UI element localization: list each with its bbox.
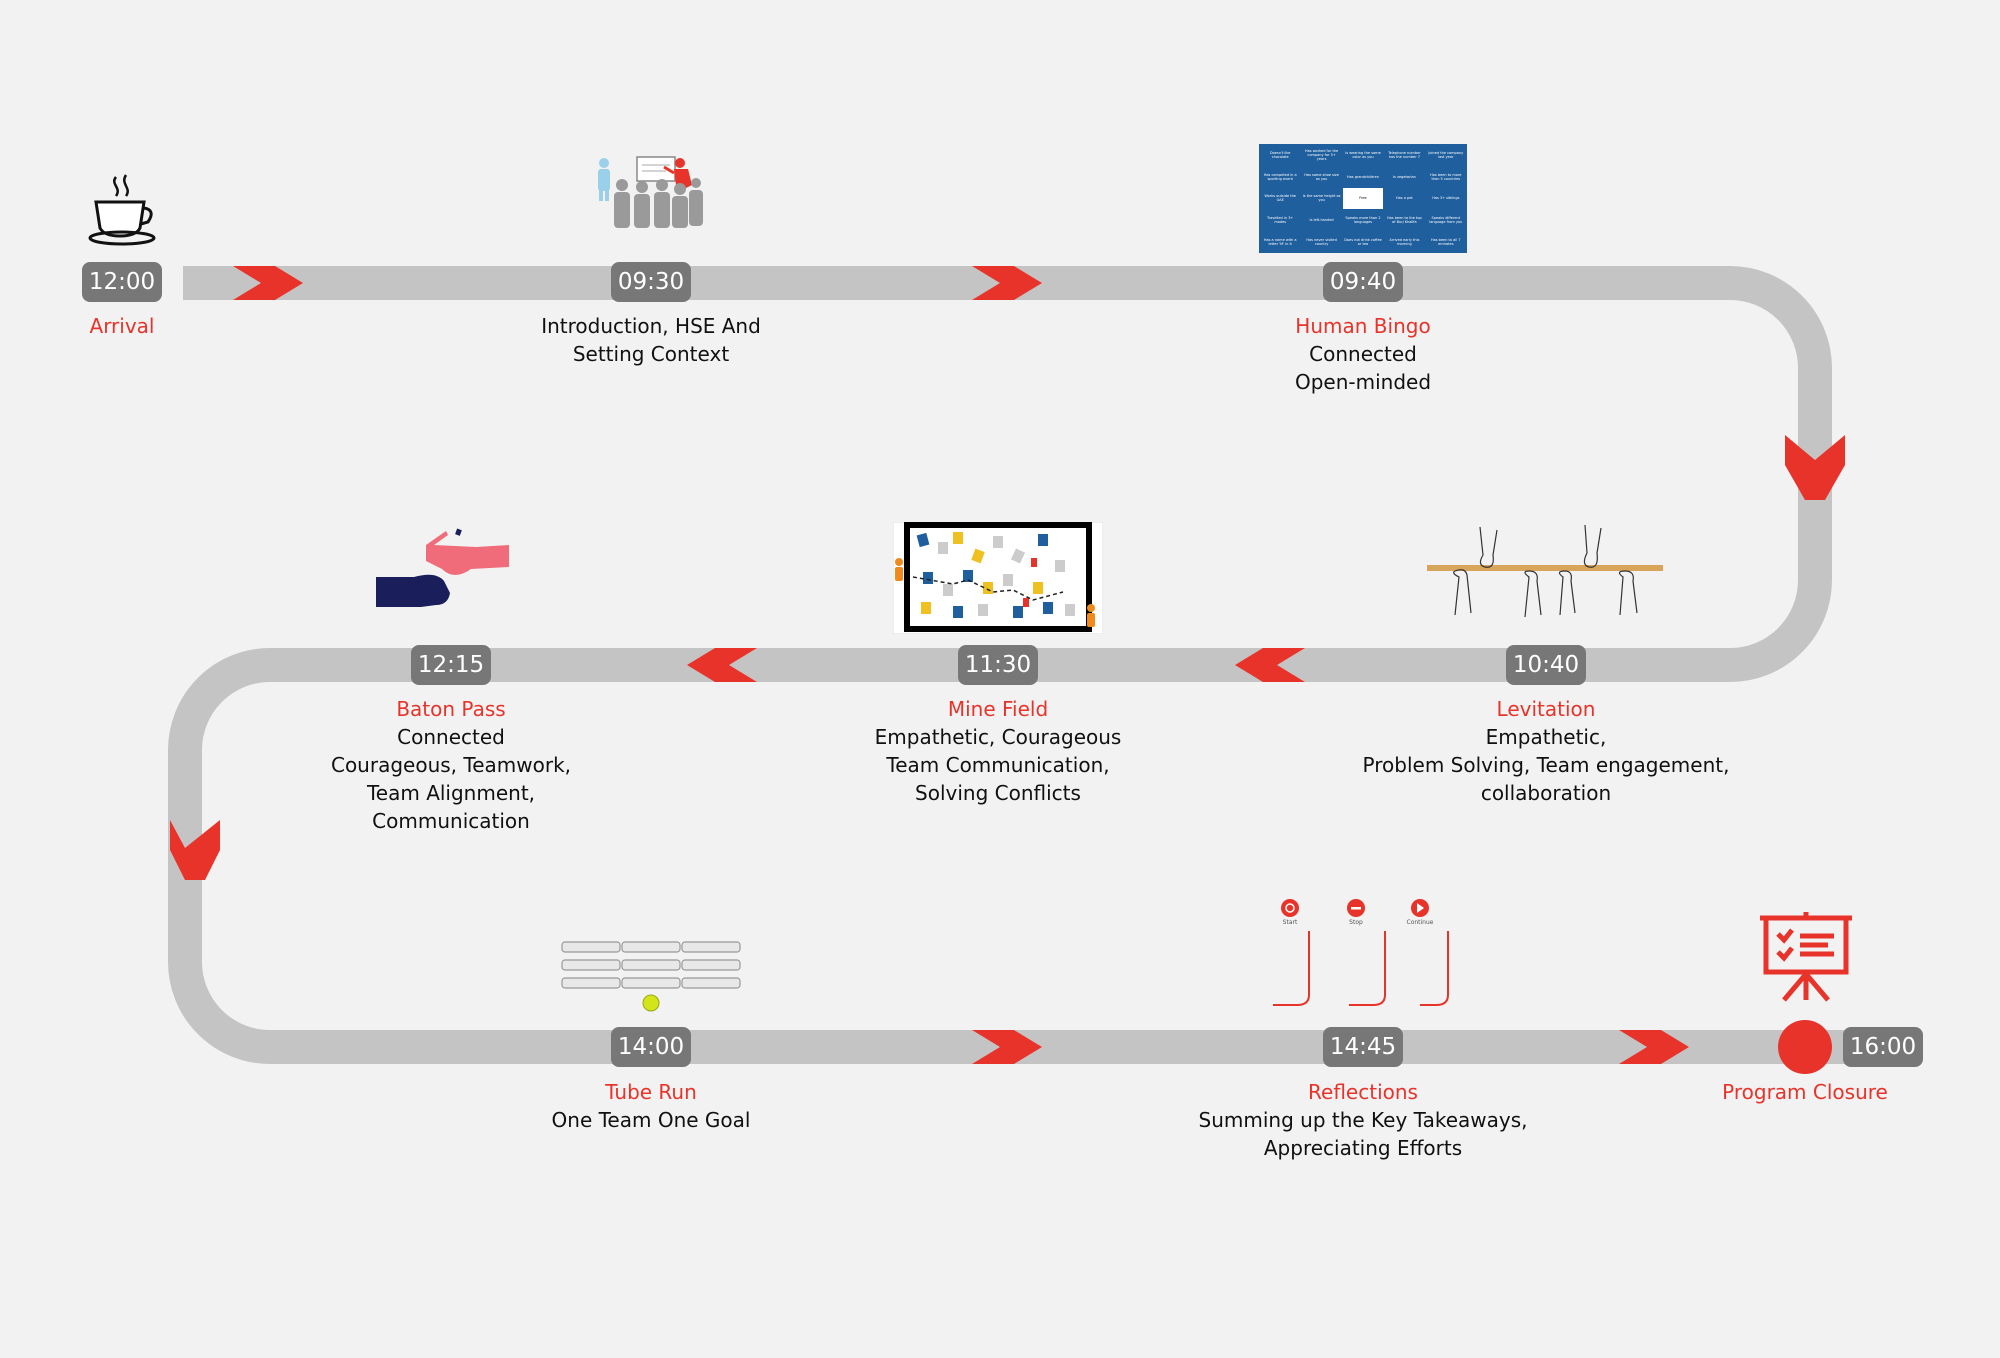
bingo-cell: Doesn't like chocolate: [1260, 145, 1301, 166]
stop-line: Empathetic, Courageous: [874, 725, 1122, 749]
bingo-cell: Speaks more than 2 languages: [1342, 209, 1384, 231]
stop-line: One Team One Goal: [551, 1108, 751, 1132]
bingo-cell: Works outside the UAE: [1260, 188, 1301, 209]
bingo-cell: Has a name with a letter 'M' in it: [1260, 231, 1301, 252]
closure-dot: [1778, 1020, 1832, 1074]
arrow-right-2: [972, 266, 1042, 300]
stop-line: Open-minded: [1294, 370, 1432, 394]
arrow-left-2: [687, 648, 757, 682]
bingo-cell: Does not drink coffee or tea: [1342, 231, 1384, 252]
stop-line: Courageous, Teamwork,: [330, 753, 572, 777]
bingo-cell: Has been to the top of Burj Khalifa: [1384, 209, 1425, 231]
direction-arrows: [170, 266, 1845, 1064]
stop-title-tube-run: Tube Run: [605, 1080, 697, 1104]
start-button-label: Start: [1282, 919, 1298, 926]
baton-hands-icon: [376, 528, 509, 607]
time-badge-reflections: 14:45: [1323, 1027, 1403, 1067]
bingo-cell: Arrived early this morning: [1384, 231, 1425, 252]
time-badge-program-closure: 16:00: [1843, 1027, 1923, 1067]
stop-line: Connected: [397, 725, 505, 749]
arrow-right-4: [1619, 1030, 1689, 1064]
stop-line: Connected: [1309, 342, 1417, 366]
bingo-cell: Has a pet: [1384, 188, 1425, 209]
time-badge-baton-pass: 12:15: [411, 645, 491, 685]
stop-label-mine-field: Mine Field Empathetic, Courageous Team C…: [875, 695, 1122, 807]
arrow-right-1: [233, 266, 303, 300]
coffee-cup-icon: [88, 174, 156, 246]
tube-ball-icon: [561, 941, 741, 1012]
presentation-board-icon: [1760, 912, 1852, 1002]
stop-label-human-bingo: Human Bingo Connected Open-minded: [1295, 312, 1431, 396]
bingo-cell: Has never visited country: [1301, 231, 1342, 252]
bingo-cell: Free: [1342, 188, 1384, 209]
stop-line: Solving Conflicts: [915, 781, 1081, 805]
bingo-cell: Has worked for the company for 5+ years: [1301, 145, 1342, 166]
time-badge-mine-field: 11:30: [958, 645, 1038, 685]
arrow-left-1: [1235, 648, 1305, 682]
stop-line: Setting Context: [572, 342, 730, 366]
hooks-drawing: [1273, 899, 1449, 1006]
stop-line: Introduction, HSE And: [541, 314, 761, 338]
bingo-cell: Has same shoe size as you: [1301, 166, 1342, 188]
stop-label-introduction: Introduction, HSE And Setting Context: [541, 312, 761, 368]
stop-line: Team Alignment,: [366, 781, 536, 805]
stop-title-reflections: Reflections: [1308, 1080, 1418, 1104]
stop-label-program-closure: Program Closure: [1722, 1078, 1888, 1106]
bingo-cell: Is vegetarian: [1384, 166, 1425, 188]
bingo-cell: Speaks different language from you: [1425, 209, 1466, 231]
bingo-cell: Is the same height as you: [1301, 188, 1342, 209]
stop-title-levitation: Levitation: [1496, 697, 1596, 721]
stop-line: Problem Solving, Team engagement,: [1362, 753, 1730, 777]
bingo-cell: Has been to all 7 emirates: [1425, 231, 1466, 252]
stop-line: Summing up the Key Takeaways,: [1198, 1108, 1528, 1132]
mine-field-board-icon: [893, 522, 1103, 634]
stop-label-tube-run: Tube Run One Team One Goal: [552, 1078, 751, 1134]
time-badge-arrival: 12:00: [82, 262, 162, 302]
time-badge-tube-run: 14:00: [611, 1027, 691, 1067]
arrow-right-3: [972, 1030, 1042, 1064]
stop-label-reflections: Reflections Summing up the Key Takeaways…: [1199, 1078, 1528, 1162]
bingo-cell: Is left-handed: [1301, 209, 1342, 231]
stop-line: Team Communication,: [886, 753, 1110, 777]
bingo-cell: Has competed in a sporting event: [1260, 166, 1301, 188]
arrow-down-1: [1785, 435, 1845, 500]
stop-label-levitation: Levitation Empathetic, Problem Solving, …: [1363, 695, 1730, 807]
stop-title-arrival: Arrival: [89, 314, 155, 338]
stop-title-baton-pass: Baton Pass: [396, 697, 506, 721]
stop-label-arrival: Arrival: [90, 312, 155, 340]
time-badge-human-bingo: 09:40: [1323, 262, 1403, 302]
bingo-cell: Has 3+ siblings: [1425, 188, 1466, 209]
bingo-cell: Travelled in 3+ modes: [1260, 209, 1301, 231]
stop-title-program-closure: Program Closure: [1722, 1080, 1888, 1104]
reflection-hooks-icon: Start Stop Continue: [1265, 895, 1465, 1015]
stop-line: Empathetic,: [1485, 725, 1607, 749]
presentation-people-icon: [598, 156, 703, 228]
stop-line: Communication: [372, 809, 530, 833]
bingo-cell: Has been to more than 5 countries: [1425, 166, 1466, 188]
levitation-stick-icon: [1427, 525, 1663, 618]
stop-line: Appreciating Efforts: [1263, 1136, 1463, 1160]
bingo-cell: Telephone number has the number 7: [1384, 145, 1425, 166]
time-badge-introduction: 09:30: [611, 262, 691, 302]
arrow-down-2: [170, 820, 220, 880]
time-badge-levitation: 10:40: [1506, 645, 1586, 685]
stop-line: collaboration: [1480, 781, 1612, 805]
stop-button-label: Stop: [1349, 919, 1363, 926]
bingo-cell: Joined the company last year: [1425, 145, 1466, 166]
stop-title-mine-field: Mine Field: [947, 697, 1049, 721]
bingo-cell: Has grandchildren: [1342, 166, 1384, 188]
stop-label-baton-pass: Baton Pass Connected Courageous, Teamwor…: [331, 695, 571, 835]
stop-title-human-bingo: Human Bingo: [1295, 314, 1431, 338]
continue-button-label: Continue: [1406, 919, 1434, 926]
bingo-cell: Is wearing the same color as you: [1342, 145, 1384, 166]
